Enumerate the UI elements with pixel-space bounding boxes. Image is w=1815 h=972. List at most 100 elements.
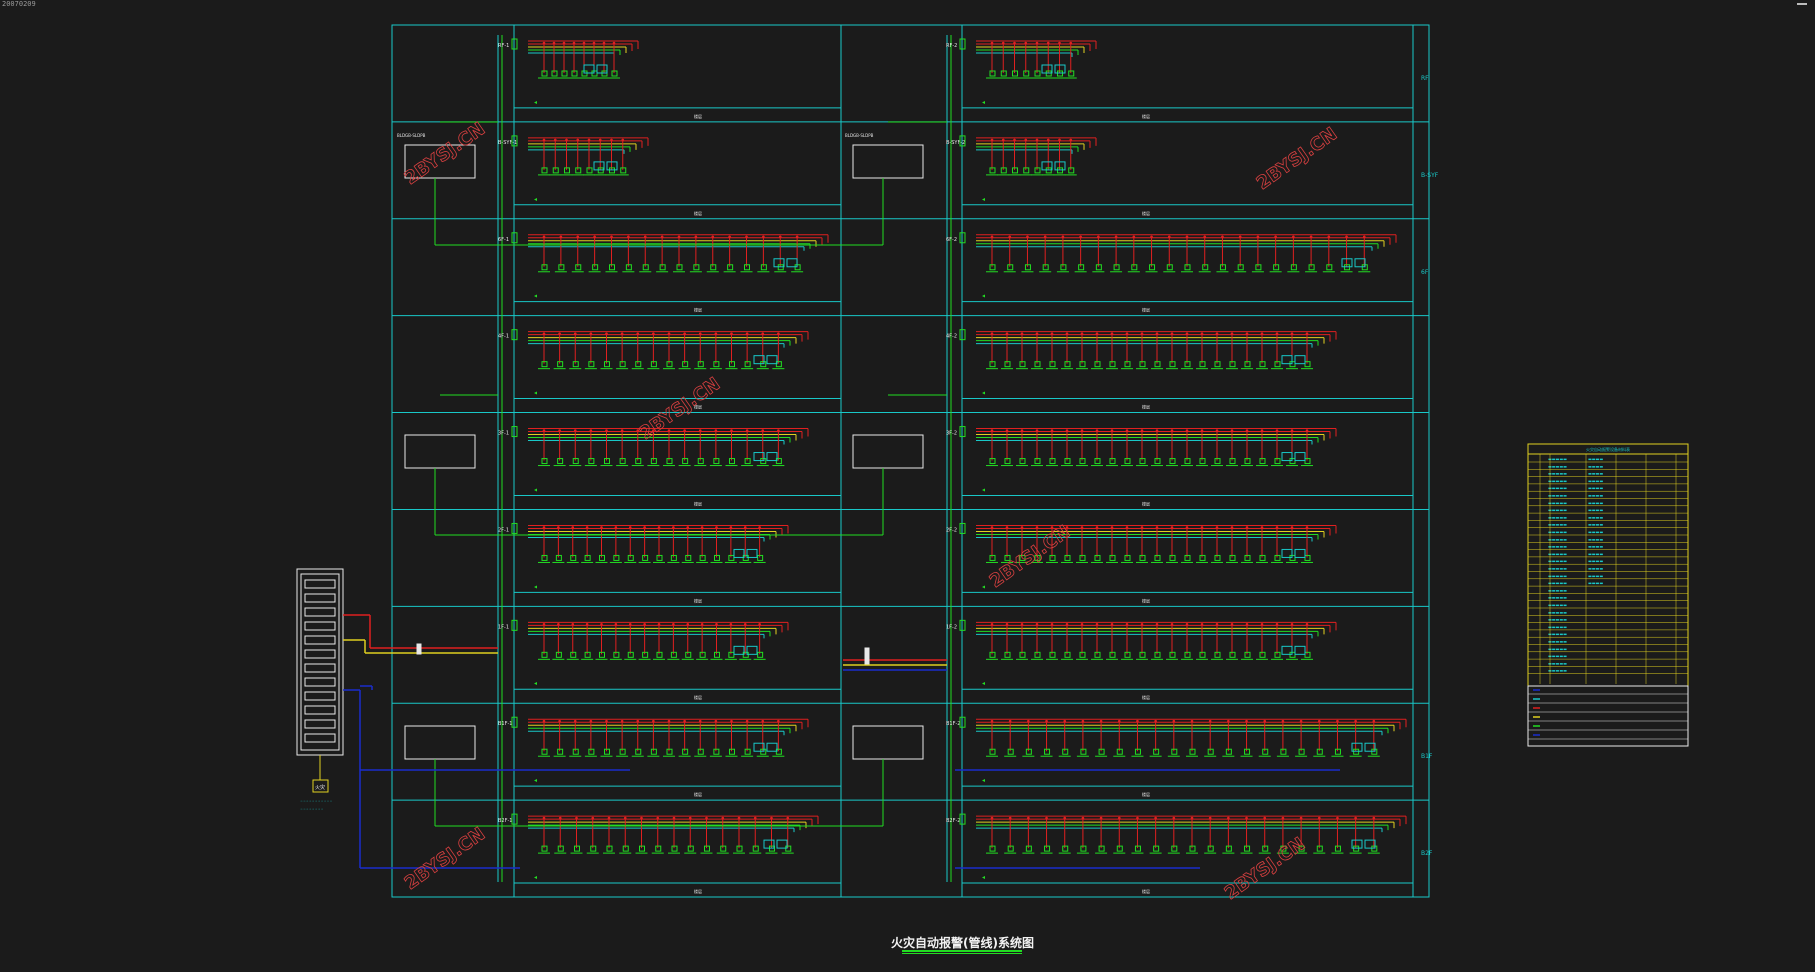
detector-device — [1000, 70, 1007, 77]
junction-dot — [1336, 719, 1339, 723]
junction-dot — [1263, 719, 1267, 723]
junction-dot — [1080, 332, 1084, 335]
panel-label: BLDGB-SLDPB — [845, 133, 874, 138]
junction-dot — [571, 623, 575, 626]
junction-dot — [573, 429, 577, 432]
controller-rack — [296, 568, 344, 756]
detector-device — [541, 748, 548, 755]
junction-dot — [636, 719, 640, 723]
floor-module — [959, 813, 966, 825]
junction-dot — [737, 816, 741, 820]
detector-device — [1189, 845, 1196, 852]
legend-text: ▬▬▬▬ — [1588, 500, 1603, 505]
detector-device — [704, 845, 710, 852]
detector-device — [620, 167, 627, 174]
detector-device — [1060, 264, 1067, 271]
junction-dot — [1227, 719, 1230, 723]
junction-dot — [602, 41, 606, 45]
detector-device — [1153, 845, 1160, 852]
junction-dot — [585, 623, 589, 626]
junction-dot — [573, 719, 577, 723]
detector-device — [670, 651, 677, 658]
floor-module — [959, 522, 966, 534]
junction-dot — [640, 816, 643, 820]
detector-device — [561, 70, 568, 77]
junction-dot — [1245, 719, 1248, 723]
floor-module — [959, 426, 966, 438]
area-panel — [852, 434, 924, 469]
detector-device — [1316, 845, 1323, 852]
detector-device — [1298, 845, 1305, 852]
junction-dot — [1170, 623, 1174, 626]
junction-dot — [1215, 332, 1219, 335]
junction-dot — [652, 429, 655, 432]
detector-device — [555, 651, 562, 658]
detector-device — [1244, 845, 1251, 852]
legend-text: ▬▬▬▬ — [1588, 530, 1603, 535]
junction-dot — [600, 526, 603, 529]
detector-device — [656, 554, 663, 561]
module-box — [1041, 64, 1053, 74]
junction-dot — [1035, 623, 1039, 626]
junction-dot — [1110, 623, 1114, 626]
junction-dot — [745, 235, 748, 239]
detector-device — [1262, 748, 1269, 755]
legend-text: ▬▬▬▬▬ — [1548, 573, 1567, 578]
junction-dot — [1275, 526, 1279, 529]
junction-dot — [1099, 719, 1103, 723]
minimize-button[interactable] — [1797, 3, 1807, 5]
detector-device — [1326, 264, 1333, 271]
junction-dot — [1245, 526, 1249, 529]
module-box — [1281, 452, 1293, 462]
detector-device — [1184, 361, 1191, 368]
junction-dot — [1305, 623, 1309, 626]
junction-dot — [1080, 526, 1084, 529]
detector-device — [1012, 167, 1018, 174]
controller-inner — [300, 573, 340, 751]
floor-sub-label: 楼层 — [1142, 500, 1150, 506]
module-box — [606, 161, 618, 171]
floor-label: 3F-1 — [498, 431, 509, 437]
detector-device — [1169, 554, 1176, 561]
junction-dot — [1185, 526, 1189, 529]
junction-dot — [672, 816, 676, 820]
detector-device — [1109, 554, 1116, 561]
arrow-mark: ◂ — [534, 777, 537, 784]
junction-dot — [1200, 429, 1204, 432]
junction-dot — [1185, 429, 1189, 432]
junction-dot — [1245, 623, 1249, 626]
rack-unit — [304, 579, 336, 589]
floor-module — [959, 232, 966, 244]
detector-device — [1034, 167, 1041, 174]
detector-device — [1094, 458, 1101, 465]
detector-device — [1007, 748, 1014, 755]
junction-dot — [1290, 332, 1294, 335]
detector-device — [1116, 845, 1123, 852]
junction-dot — [1203, 235, 1207, 239]
junction-dot — [643, 235, 647, 239]
junction-dot — [1132, 235, 1136, 239]
floor-sub-label: 楼层 — [694, 404, 702, 410]
junction-dot — [1035, 41, 1039, 45]
floor-label: B-SYF-2 — [946, 140, 965, 146]
detector-device — [1134, 748, 1141, 755]
detector-device — [1274, 458, 1281, 465]
floor-sub-label: 楼层 — [694, 113, 702, 119]
detector-device — [1109, 361, 1116, 368]
junction-dot — [686, 623, 690, 626]
junction-dot — [1095, 526, 1099, 529]
junction-dot — [743, 623, 747, 626]
junction-dot — [672, 623, 675, 626]
detector-device — [635, 361, 642, 368]
junction-dot — [745, 332, 749, 335]
detector-device — [622, 845, 629, 852]
junction-dot — [705, 816, 708, 820]
junction-dot — [562, 41, 566, 45]
module-box — [1041, 161, 1053, 171]
detector-device — [1095, 264, 1102, 271]
detector-device — [1244, 458, 1251, 465]
detector-device — [1244, 651, 1251, 658]
junction-dot — [614, 623, 618, 626]
legend-text: ▬▬▬▬▬ — [1548, 668, 1567, 673]
legend-lines — [1527, 685, 1689, 747]
